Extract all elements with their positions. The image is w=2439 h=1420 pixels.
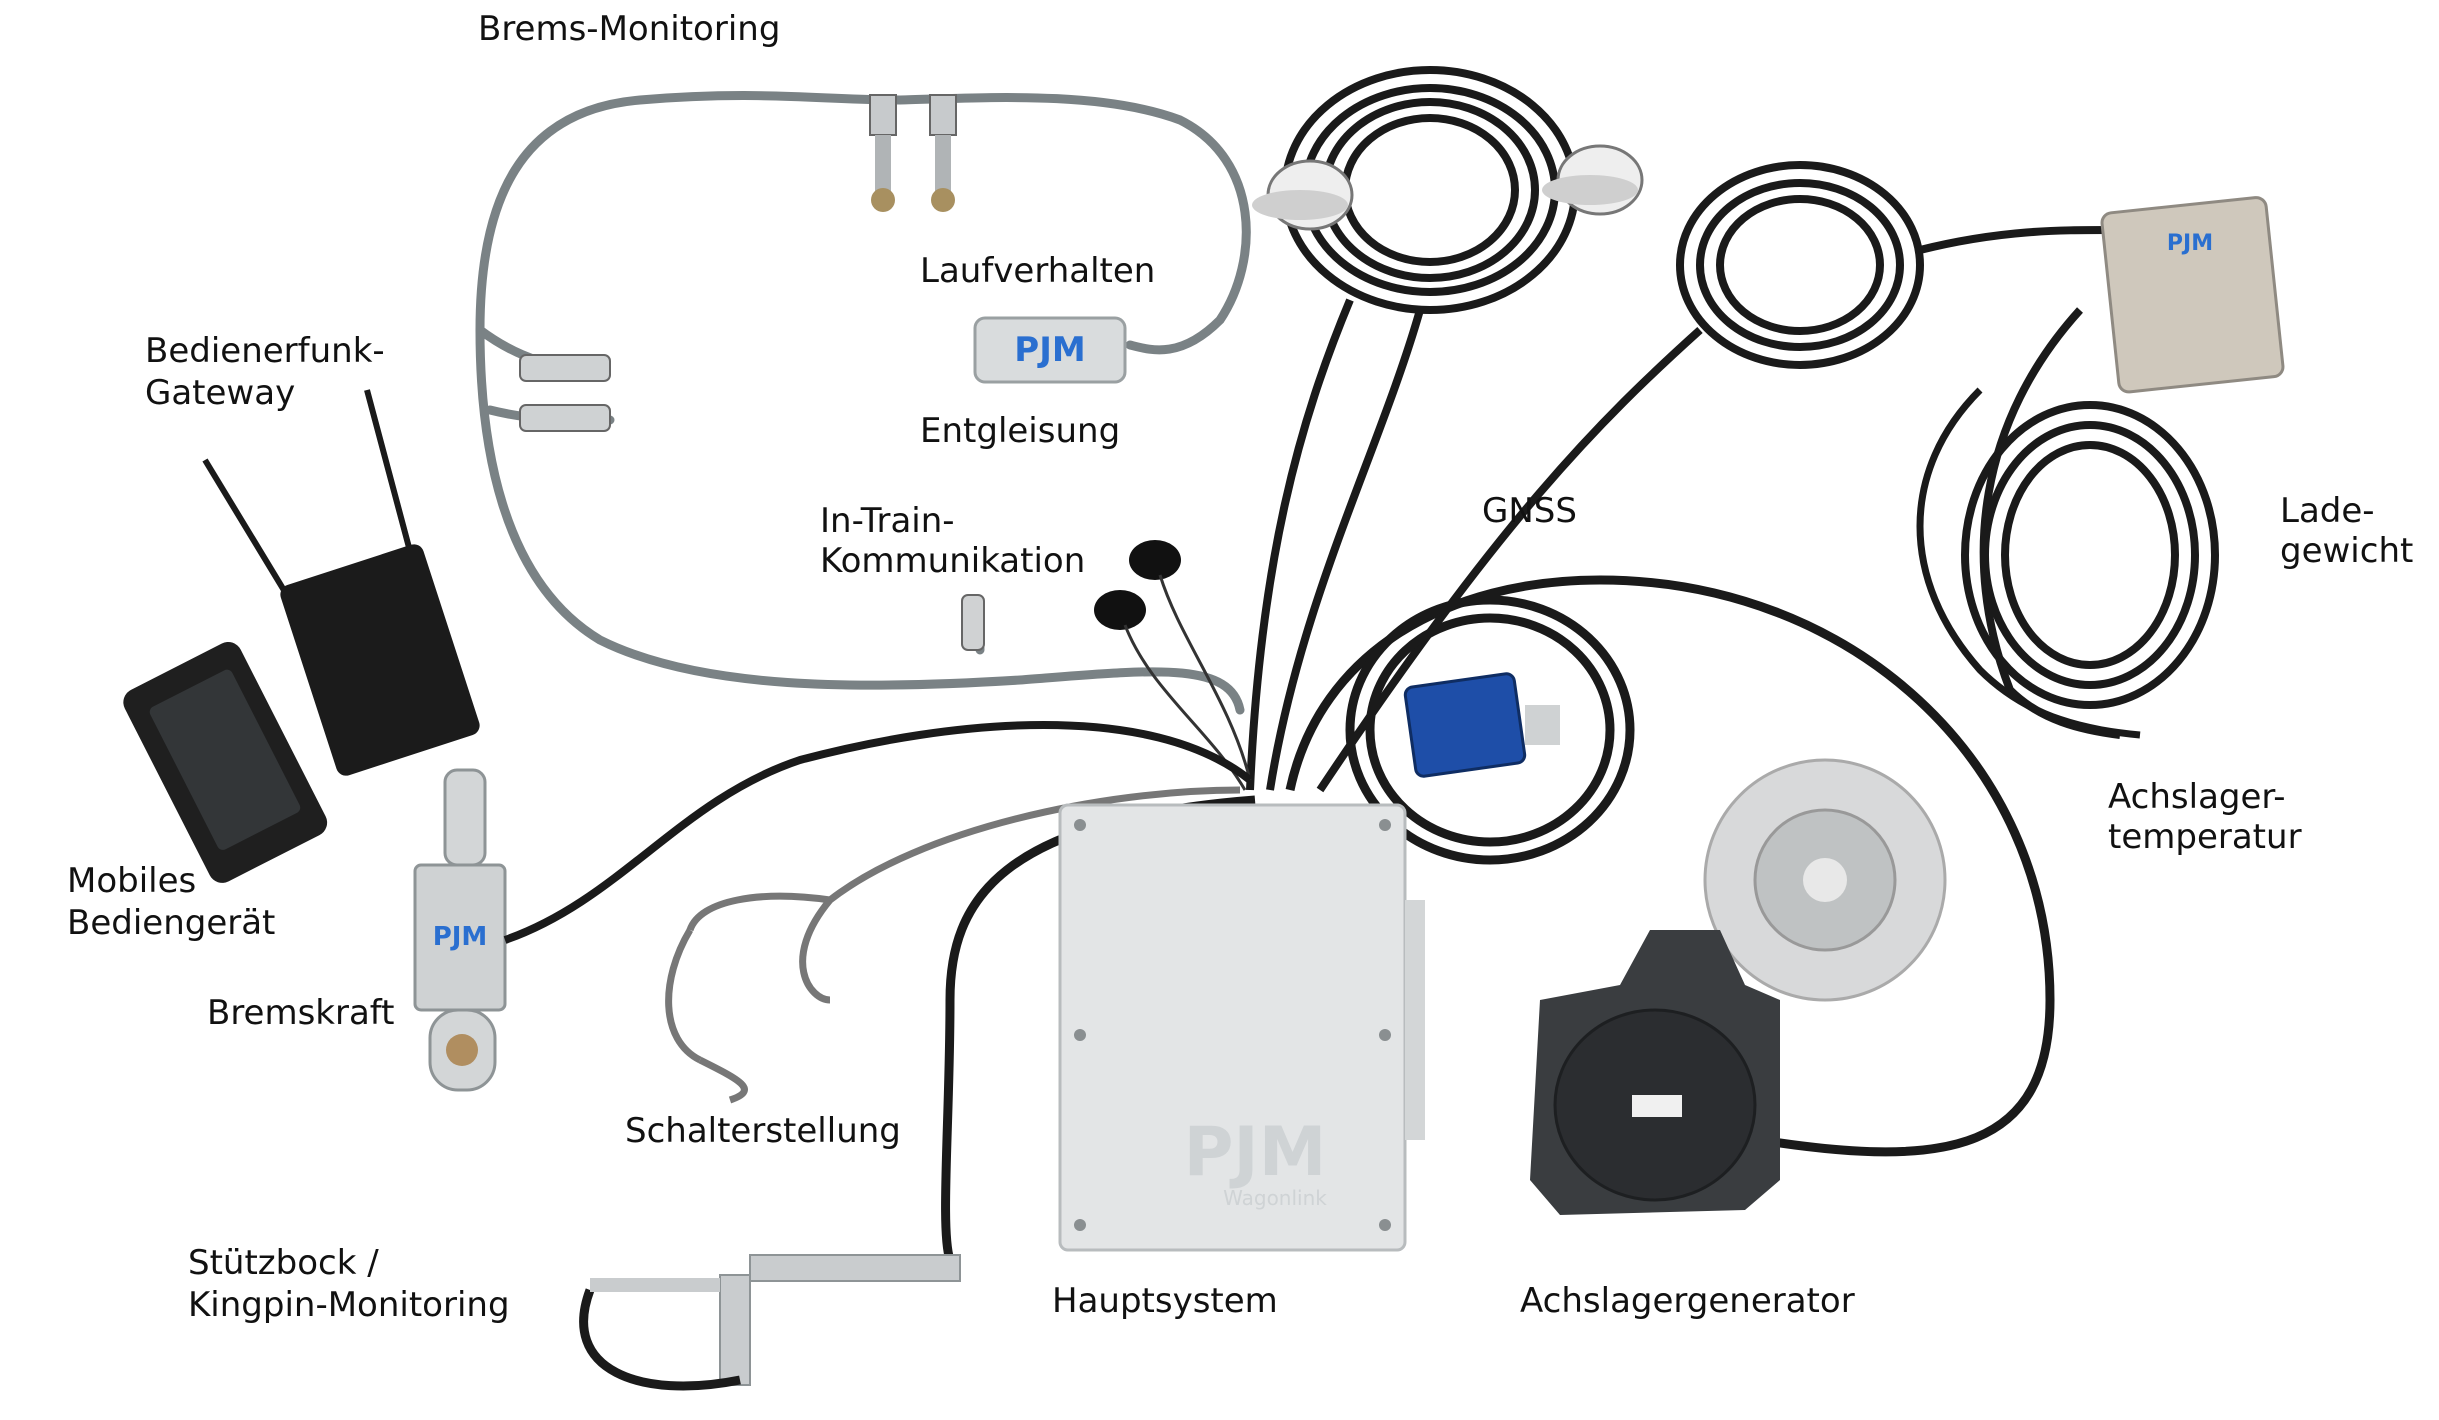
label-achslagertemp-2: temperatur (2108, 817, 2302, 857)
label-schalterstellung: Schalterstellung (625, 1111, 901, 1151)
in-train-antennas (1094, 540, 1252, 791)
callout-labels: Brems-Monitoring Laufverhalten Entgleisu… (67, 9, 2413, 1325)
label-entgleisung: Entgleisung (920, 411, 1120, 451)
axle-generator (1530, 758, 1947, 1215)
junction-box-logo: PJM (2167, 231, 2213, 256)
label-brems-monitoring: Brems-Monitoring (478, 9, 780, 49)
brake-force-sensor: PJM (413, 721, 1253, 1092)
label-in-train-1: In-Train- (820, 501, 955, 541)
label-bedienerfunk-2: Gateway (145, 373, 295, 413)
main-system-sublogo: Wagonlink (1223, 1186, 1327, 1210)
main-system-logo: PJM (1184, 1113, 1327, 1192)
label-bremskraft: Bremskraft (207, 993, 395, 1033)
label-achslagertemp-1: Achslager- (2108, 777, 2285, 817)
gnss-cable-coil (1246, 66, 1579, 791)
main-system-box: PJM Wagonlink (1058, 803, 1425, 1252)
label-stuetzbock-2: Kingpin-Monitoring (188, 1285, 510, 1325)
derailment-sensor-logo: PJM (1014, 330, 1085, 370)
label-gnss: GNSS (1482, 491, 1577, 531)
label-mobiles-2: Bediengerät (67, 903, 275, 943)
derailment-sensor: PJM (973, 316, 1127, 384)
load-weight-cable-coils (1316, 161, 2219, 793)
switch-position-sensor (665, 786, 1241, 1104)
label-ladegewicht-2: gewicht (2280, 531, 2413, 571)
axle-temperature-cable (1916, 387, 2141, 739)
brake-force-logo: PJM (433, 922, 488, 952)
label-stuetzbock-1: Stützbock / (188, 1243, 379, 1283)
label-ladegewicht-1: Lade- (2280, 491, 2375, 531)
label-bedienerfunk-1: Bedienerfunk- (145, 331, 385, 371)
label-hauptsystem: Hauptsystem (1052, 1281, 1278, 1321)
label-in-train-2: Kommunikation (820, 541, 1085, 581)
mobile-operating-device (123, 641, 328, 883)
load-weight-junction-box: PJM (2100, 196, 2285, 394)
gnss-antennas (1252, 144, 1644, 231)
axle-generator-cable (1285, 575, 2055, 1157)
radio-gateway-device (202, 389, 480, 776)
label-mobiles-1: Mobiles (67, 861, 196, 901)
gnss-module (1403, 672, 1560, 778)
label-laufverhalten: Laufverhalten (920, 251, 1155, 291)
label-achslagergenerator: Achslagergenerator (1520, 1281, 1855, 1321)
brake-pressure-sensors (519, 94, 985, 651)
